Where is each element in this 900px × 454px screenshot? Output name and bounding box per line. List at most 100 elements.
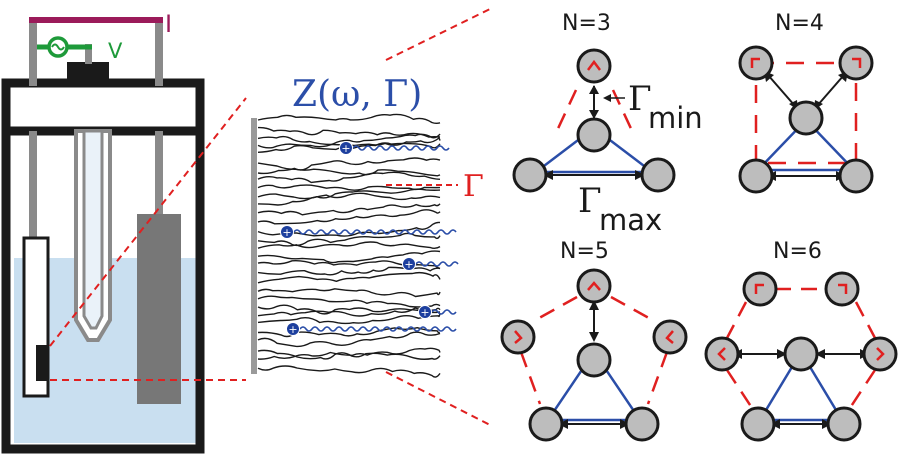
fiber xyxy=(257,133,441,149)
node xyxy=(824,271,860,307)
node-mark xyxy=(665,330,674,344)
fiber xyxy=(257,288,441,298)
node xyxy=(640,157,676,193)
electrode-sample xyxy=(36,345,49,381)
ion-tail xyxy=(352,145,450,151)
dashed-edge xyxy=(610,295,657,324)
fiber xyxy=(257,162,441,177)
cell-lid xyxy=(1,78,205,136)
triangle xyxy=(755,118,857,172)
zoom-line-clusters-top xyxy=(385,7,493,61)
cluster-label: N=3 xyxy=(562,11,611,36)
fiber xyxy=(257,135,441,147)
dashed-edge xyxy=(854,301,877,339)
fiber-network xyxy=(257,113,441,378)
dashed-edge xyxy=(725,369,754,409)
gamma-max-symbol: Γ xyxy=(578,181,602,221)
arrowheads xyxy=(589,85,599,119)
fiber xyxy=(257,241,441,250)
node xyxy=(704,336,740,372)
ion-charge: + xyxy=(288,323,297,336)
fiber xyxy=(257,171,441,184)
cluster-n5: N=5 xyxy=(500,239,688,442)
dashed-edge xyxy=(646,351,669,405)
current-collector xyxy=(251,118,257,374)
left-lead-top xyxy=(29,18,37,86)
triangle xyxy=(532,126,656,174)
fiber xyxy=(257,295,441,308)
dashed-edge xyxy=(553,89,578,136)
ion xyxy=(286,322,300,336)
gamma-min-symbol: Γ xyxy=(628,79,652,119)
node xyxy=(652,319,688,355)
cluster-label: N=6 xyxy=(773,239,822,264)
cluster-n4: N=4 xyxy=(738,11,874,194)
node-mark xyxy=(852,57,862,68)
ion-tail xyxy=(293,229,457,235)
ac-wave-icon xyxy=(51,43,65,51)
arrowheads xyxy=(764,71,848,110)
node xyxy=(576,268,612,304)
node xyxy=(576,48,612,84)
ion xyxy=(339,141,353,155)
membrane-panel: +++++ Z(ω, Γ) Γ xyxy=(251,74,484,378)
ion-charge: + xyxy=(420,306,429,319)
dashed-edge xyxy=(848,369,877,409)
fiber xyxy=(257,113,441,125)
arrow xyxy=(767,74,796,107)
dashed-edge xyxy=(519,351,542,405)
fiber xyxy=(257,365,441,378)
triangle xyxy=(545,349,643,422)
current-label: I xyxy=(165,10,172,38)
fiber xyxy=(257,157,441,175)
node xyxy=(512,157,548,193)
lid-cap xyxy=(67,62,109,84)
node-mark xyxy=(587,59,601,71)
fiber xyxy=(257,126,441,138)
reference-lead-top xyxy=(85,44,92,64)
node-mark xyxy=(876,347,885,361)
node xyxy=(783,336,819,372)
right-lead-top xyxy=(155,18,163,86)
fiber xyxy=(257,232,441,247)
arrowheads xyxy=(766,171,846,181)
fiber xyxy=(257,203,441,216)
right-lead xyxy=(155,131,163,215)
dashed-square xyxy=(754,61,858,165)
node-mark xyxy=(838,283,848,294)
zoom-line-top xyxy=(49,97,247,347)
pointer-head xyxy=(603,94,611,102)
node xyxy=(738,45,774,81)
node xyxy=(838,45,874,81)
dashed-edge xyxy=(531,295,578,324)
node xyxy=(838,158,874,194)
ion-layer: +++++ xyxy=(280,141,459,336)
cluster-n3: N=3 Γ min Γ max xyxy=(512,11,703,237)
electrochemical-cell: I V xyxy=(1,10,205,454)
cluster-n6: N=6 xyxy=(704,239,898,442)
node xyxy=(528,406,564,442)
counter-electrode xyxy=(137,214,181,404)
node xyxy=(624,406,660,442)
ion-tail xyxy=(415,261,459,267)
ion-tail xyxy=(431,309,457,315)
node-mark xyxy=(514,330,523,344)
ion-charge: + xyxy=(341,142,350,155)
arrowheads xyxy=(589,300,599,342)
triangle xyxy=(757,349,845,422)
fiber xyxy=(257,192,441,206)
ion-charge: + xyxy=(404,258,413,271)
node-mark xyxy=(750,57,760,68)
cluster-label: N=5 xyxy=(560,239,609,264)
reference-electrode-inner xyxy=(82,129,104,330)
arrow xyxy=(816,74,845,107)
fiber xyxy=(257,347,441,360)
fiber xyxy=(257,331,441,348)
gamma-label: Γ xyxy=(463,169,484,204)
ion xyxy=(280,225,294,239)
node xyxy=(738,158,774,194)
ion xyxy=(418,305,432,319)
node xyxy=(862,336,898,372)
